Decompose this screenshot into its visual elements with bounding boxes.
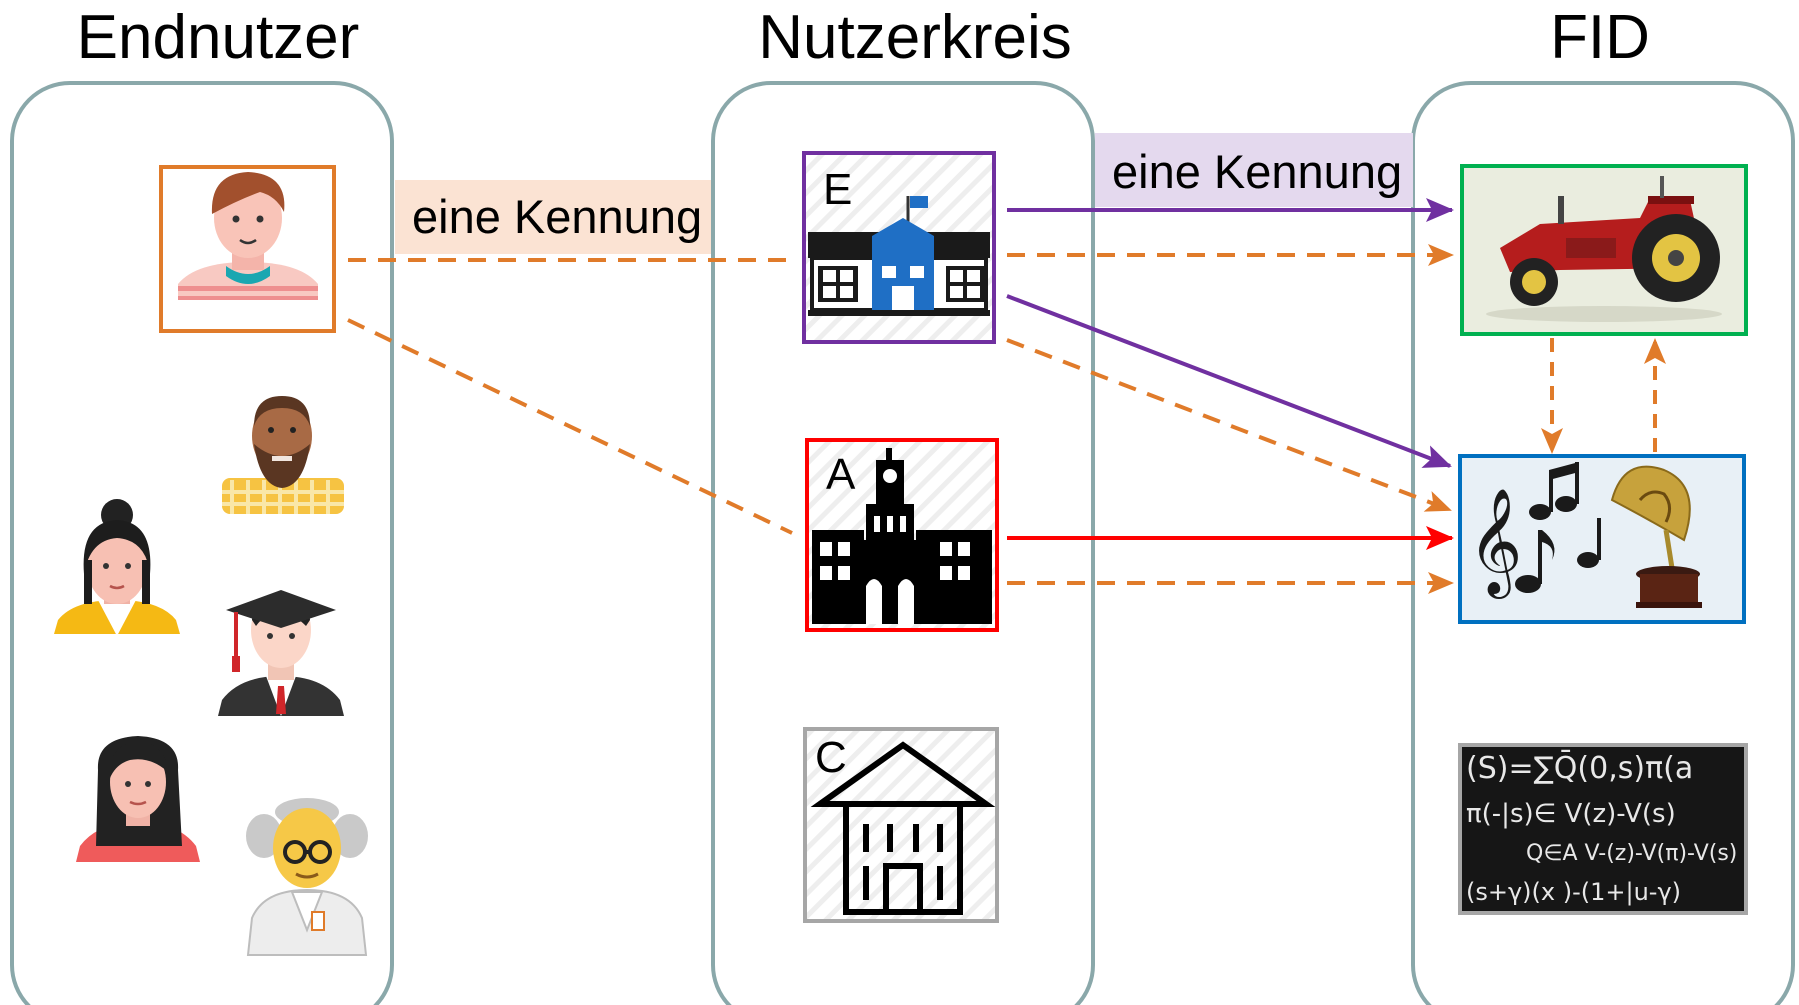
dashed-arrow-user-to-a: [347, 318, 793, 535]
selected-user[interactable]: [159, 165, 336, 333]
university-building-icon: [812, 448, 992, 624]
music-notes-gramophone-icon: 𝄞: [1468, 462, 1702, 608]
endnutzer-title: Endnutzer: [77, 3, 360, 72]
kennung-left-label: eine Kennung: [395, 180, 711, 254]
fid-item-tractor[interactable]: [1460, 164, 1748, 336]
woman-bun-avatar-icon[interactable]: [54, 499, 180, 636]
tractor-icon: [1486, 176, 1722, 322]
woman-long-hair-avatar-icon[interactable]: [76, 736, 200, 862]
institution-a[interactable]: A: [805, 438, 999, 632]
young-man-avatar-icon: [178, 172, 318, 300]
svg-text:𝄞: 𝄞: [1468, 487, 1522, 599]
kennung-right-label: eine Kennung: [1095, 133, 1413, 207]
svg-text:Q∈A V-(z)-V(π)-V(s): Q∈A V-(z)-V(π)-V(s): [1526, 841, 1737, 866]
institution-e-letter: E: [823, 165, 852, 214]
nutzerkreis-title: Nutzerkreis: [758, 3, 1072, 72]
kennung-right-text: eine Kennung: [1112, 145, 1402, 198]
professor-avatar-icon[interactable]: [246, 798, 368, 956]
bearded-man-avatar-icon[interactable]: [222, 396, 344, 514]
dashed-arrow-e-to-music: [1006, 338, 1452, 512]
kennung-left-text: eine Kennung: [412, 190, 702, 243]
institution-e[interactable]: E: [802, 151, 996, 344]
school-building-icon: [808, 196, 990, 316]
purple-arrow-e-to-music: [1006, 294, 1452, 468]
institution-a-letter: A: [826, 450, 856, 499]
svg-text:(S)=∑Q̄(0,s)π(a: (S)=∑Q̄(0,s)π(a: [1466, 750, 1693, 786]
graduate-avatar-icon[interactable]: [218, 590, 344, 716]
svg-text:π(-|s)∈ V(z)-V(s): π(-|s)∈ V(z)-V(s): [1466, 799, 1676, 829]
institution-c-letter: C: [815, 733, 847, 782]
house-building-icon: [810, 741, 996, 915]
fid-title: FID: [1550, 3, 1650, 72]
institution-c[interactable]: C: [803, 727, 999, 923]
math-blackboard-icon: (S)=∑Q̄(0,s)π(a π(-|s)∈ V(z)-V(s) Q∈A V-…: [1466, 750, 1737, 906]
fid-item-math[interactable]: (S)=∑Q̄(0,s)π(a π(-|s)∈ V(z)-V(s) Q∈A V-…: [1458, 743, 1748, 915]
svg-text:(s+γ)(x )-(1+|u-γ): (s+γ)(x )-(1+|u-γ): [1466, 878, 1681, 906]
fid-item-music[interactable]: 𝄞: [1458, 454, 1746, 624]
